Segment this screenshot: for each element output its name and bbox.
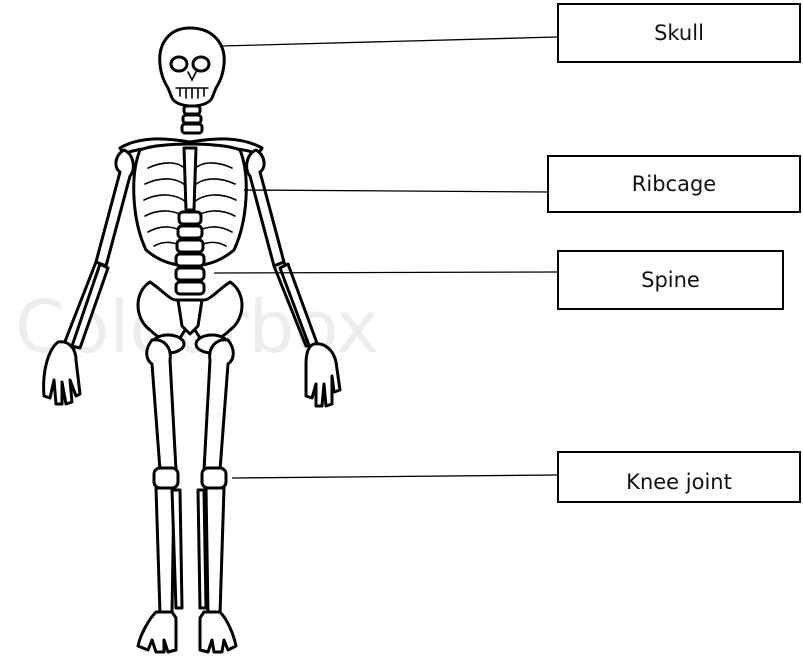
- spine-bone: [176, 212, 204, 294]
- right-foot-bones: [200, 612, 236, 652]
- ribcage-label-box: Ribcage: [547, 155, 801, 213]
- ribcage-leader-line: [244, 190, 547, 192]
- left-leg-bones: [138, 340, 182, 652]
- left-foot-bones: [138, 612, 176, 652]
- skull-bone: [160, 28, 224, 106]
- knee-joint-label: Knee joint: [626, 470, 732, 494]
- skull-label-box: Skull: [557, 3, 801, 63]
- neck-bones: [182, 106, 202, 133]
- skull-label: Skull: [654, 21, 704, 45]
- spine-leader-line: [214, 272, 557, 273]
- knee-leader-line: [232, 475, 557, 478]
- right-leg-bones: [198, 340, 236, 652]
- spine-label: Spine: [641, 268, 700, 292]
- knee-joint-label-box: Knee joint: [557, 451, 801, 503]
- ribcage-label: Ribcage: [632, 172, 716, 196]
- skull-leader-line: [222, 37, 557, 46]
- spine-label-box: Spine: [557, 250, 784, 310]
